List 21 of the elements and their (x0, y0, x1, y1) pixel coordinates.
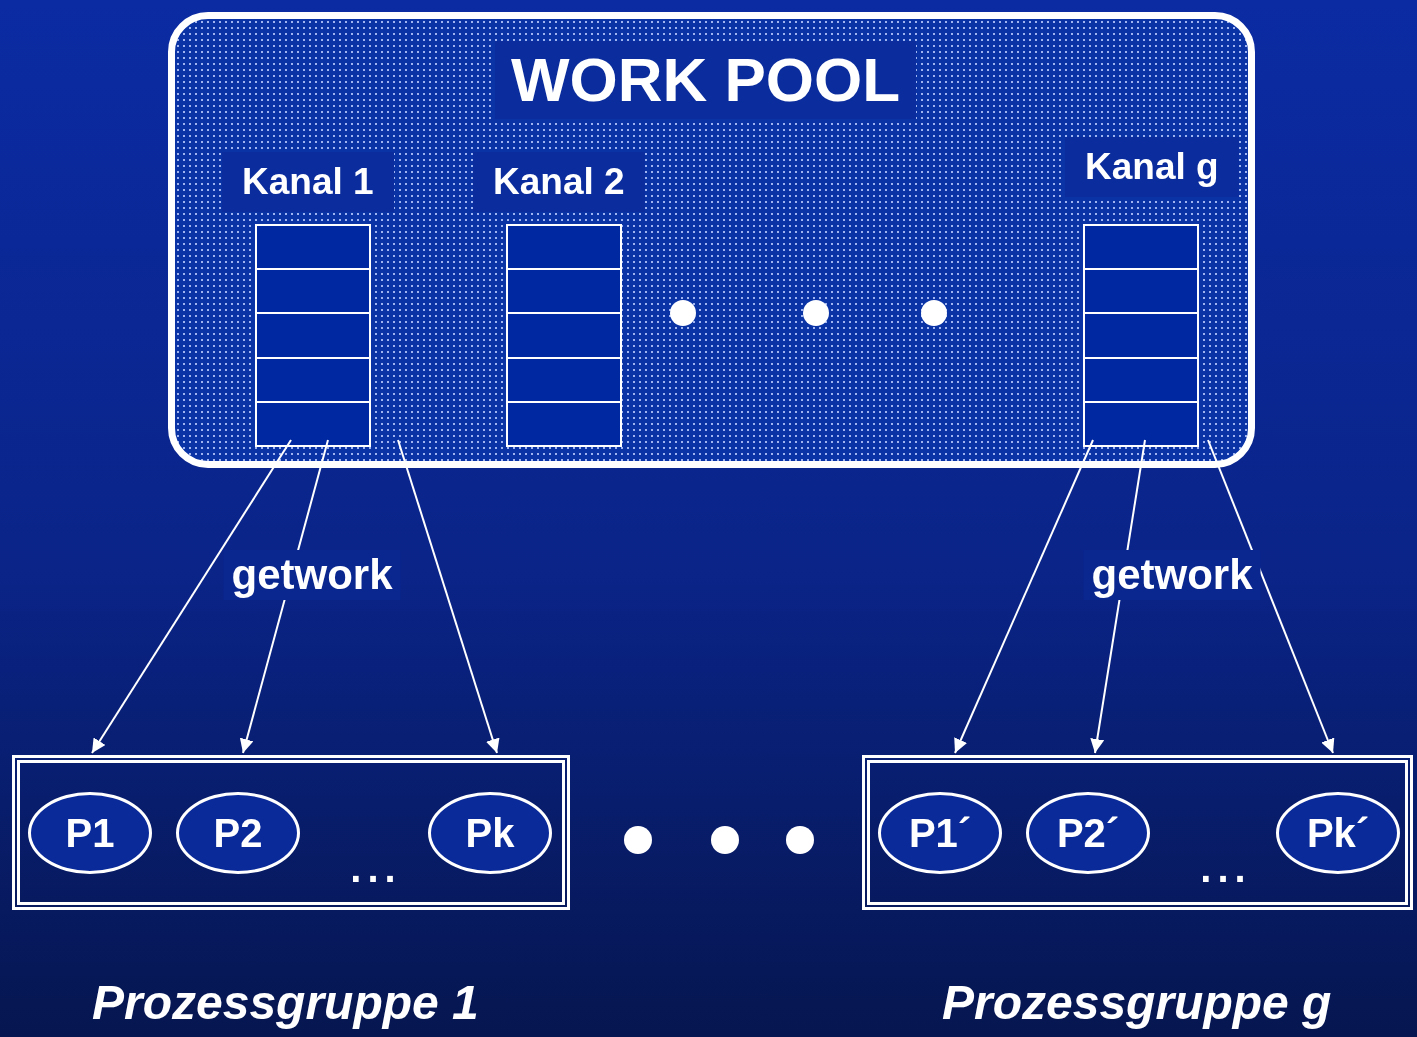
ellipsis-text: ... (1200, 848, 1252, 888)
group-caption: Prozessgruppe g (942, 975, 1332, 1031)
channel-label: Kanal 1 (222, 152, 394, 212)
channel-label: Kanal 2 (473, 152, 645, 212)
process-ellipse: P2 (176, 792, 300, 874)
process-group-box (862, 755, 1413, 910)
work-pool-panel (168, 12, 1255, 468)
process-ellipse: P1 (28, 792, 152, 874)
pool-title: WORK POOL (495, 41, 917, 119)
process-group-box (12, 755, 570, 910)
process-ellipse: P1´ (878, 792, 1002, 874)
process-ellipse: P2´ (1026, 792, 1150, 874)
edge-label: getwork (223, 550, 401, 600)
process-ellipse: Pk (428, 792, 552, 874)
arrow (1207, 439, 1335, 754)
arrow (954, 439, 1094, 754)
group-caption: Prozessgruppe 1 (92, 975, 479, 1031)
ellipsis-text: ... (350, 848, 402, 888)
channel-label: Kanal g (1065, 137, 1239, 197)
edge-label: getwork (1083, 550, 1261, 600)
process-ellipse: Pk´ (1276, 792, 1400, 874)
